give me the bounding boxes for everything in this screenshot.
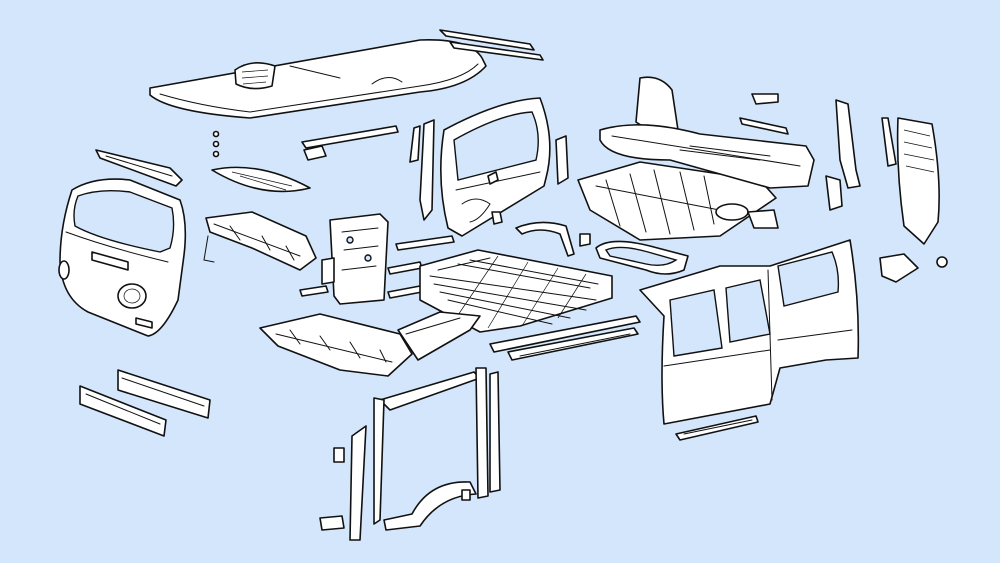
fastener-stack [212, 130, 220, 158]
side-panel-brackets [491, 135, 569, 225]
front-valance-panels [79, 369, 211, 437]
door-pillar-strips [409, 119, 435, 221]
floor-reinforcement-strips [299, 235, 455, 299]
main-floor-frame [419, 249, 613, 333]
wheel-arch-seal [515, 221, 689, 275]
front-cab-panel [58, 178, 187, 337]
front-floor-pan [259, 311, 481, 377]
oval-vent-panel [211, 166, 311, 193]
right-side-panel [639, 239, 860, 425]
dashboard-crossmember [203, 211, 317, 271]
cab-roof-strip [301, 125, 399, 161]
roof-gutter-rails [439, 29, 544, 61]
rear-corner-pillars [825, 99, 948, 283]
front-cab-header-rail [95, 149, 183, 187]
right-lower-sill [675, 415, 759, 441]
sliding-door-frame [319, 367, 501, 541]
roof-panel [149, 39, 487, 119]
rear-luggage-tray [599, 76, 815, 229]
left-rear-side-panel [440, 97, 551, 237]
rear-cargo-floor [577, 161, 777, 241]
rocker-sill-strips [489, 315, 641, 361]
seat-box-panel [321, 213, 389, 305]
